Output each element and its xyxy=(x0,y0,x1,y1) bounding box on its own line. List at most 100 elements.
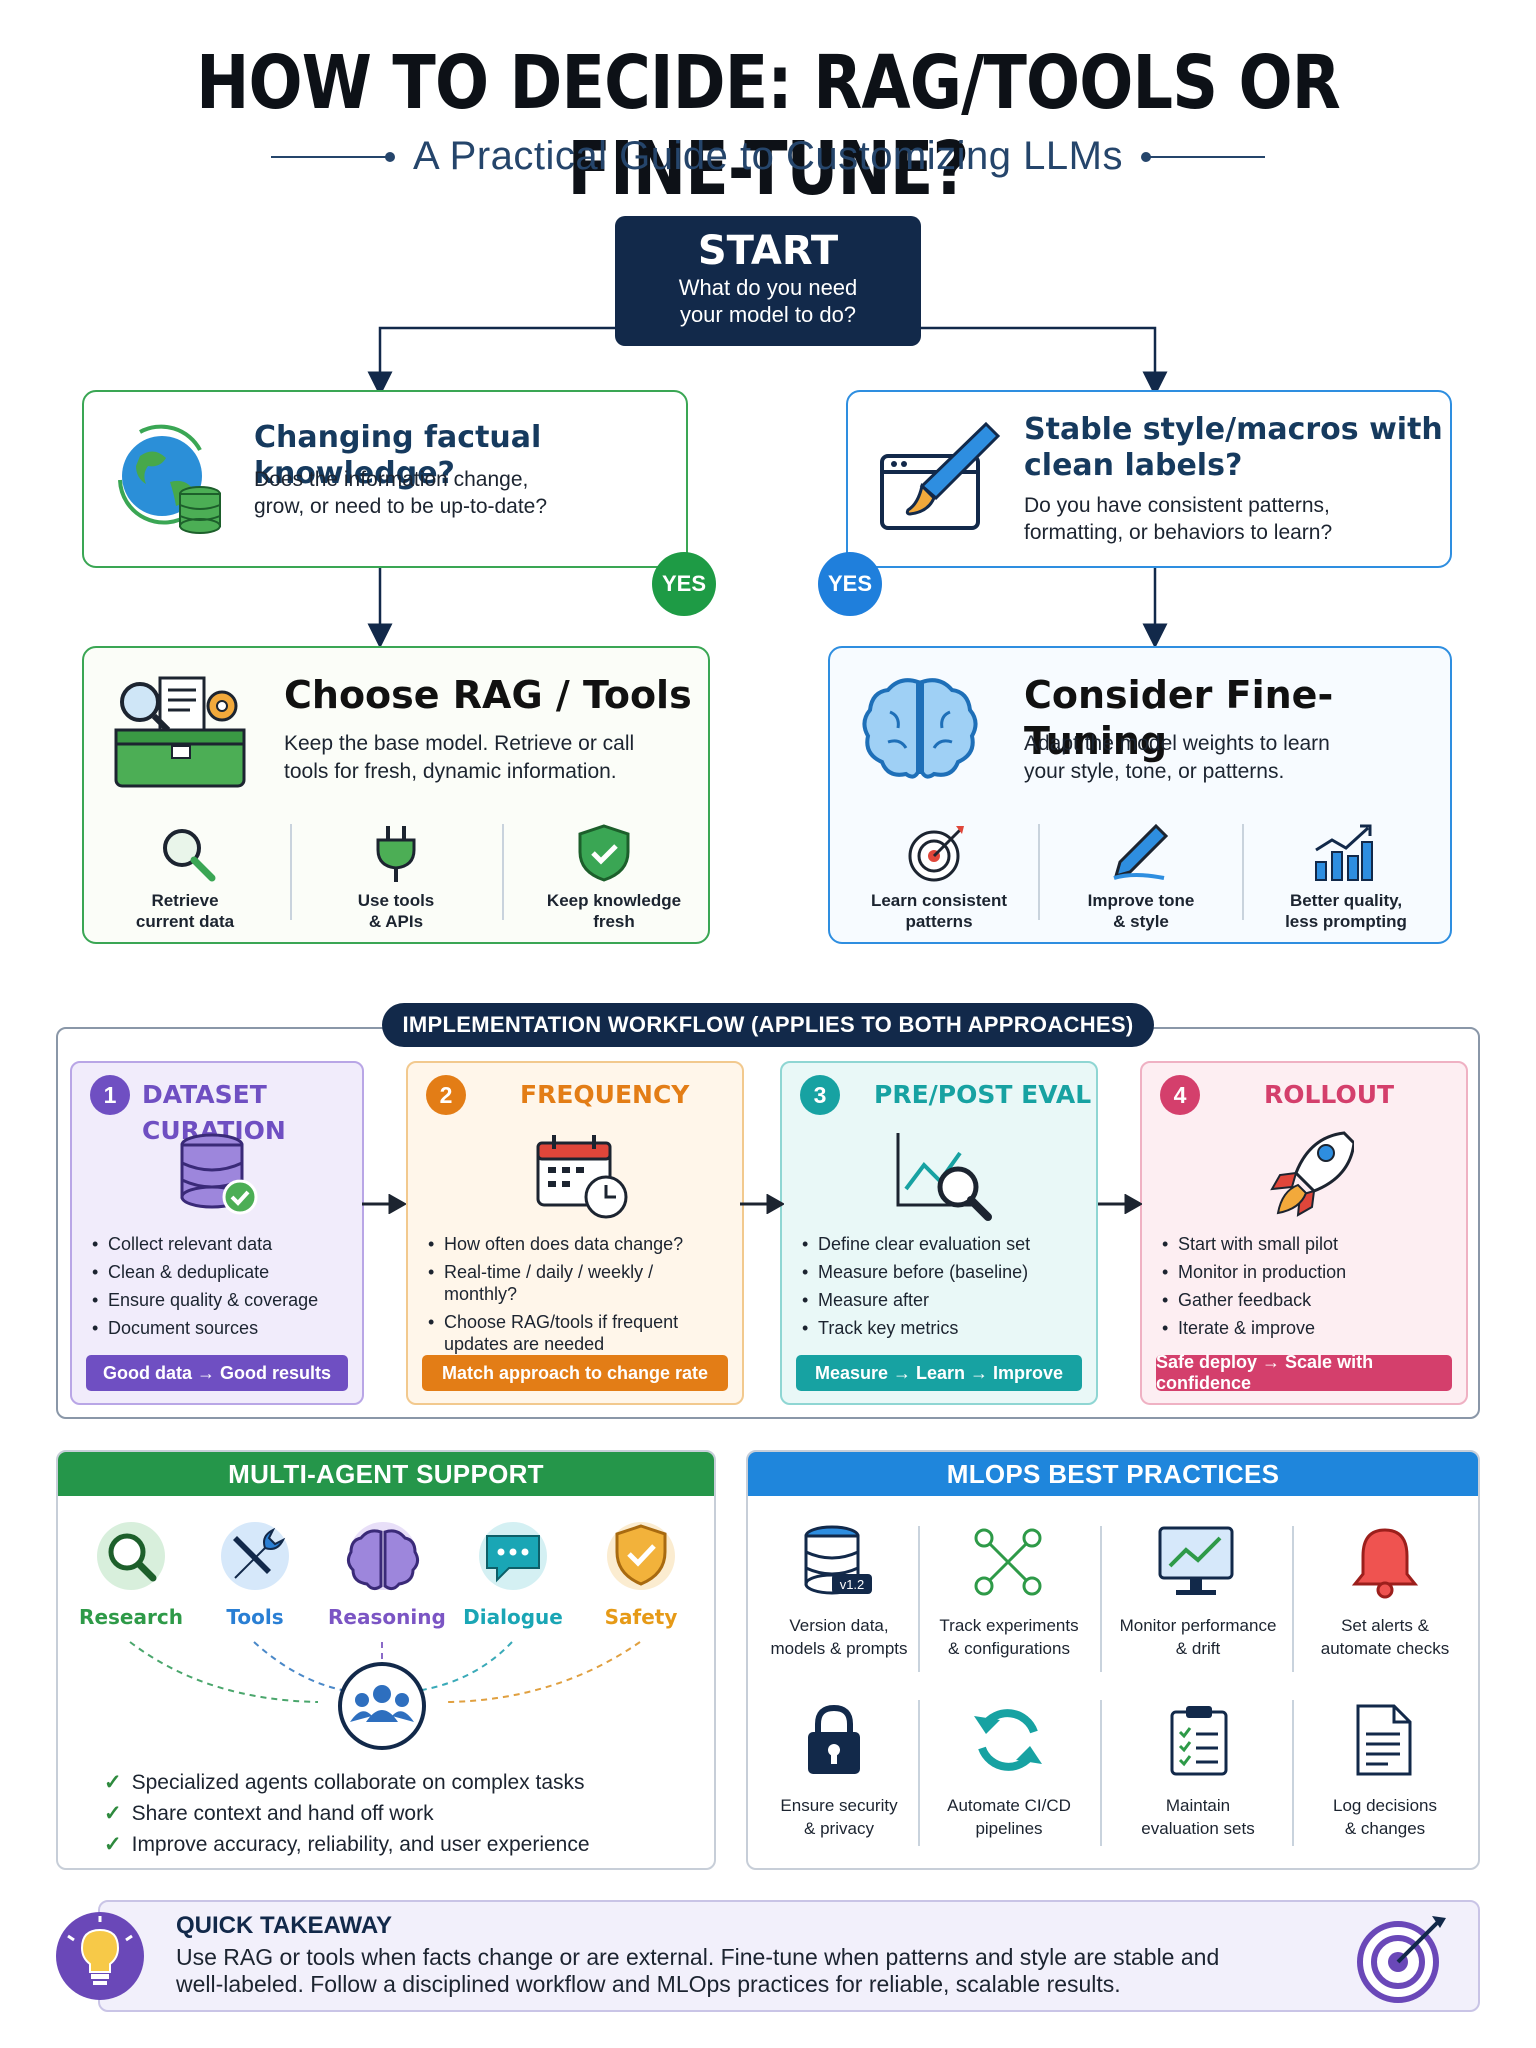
shield-check-icon xyxy=(607,1522,675,1590)
brain-icon xyxy=(346,1522,420,1591)
toolbox-search-icon xyxy=(114,676,246,788)
step-summary-pill: Safe deploy → Scale with confidence xyxy=(1156,1352,1452,1393)
finetune-title: Consider Fine-Tuning xyxy=(1024,673,1334,763)
workflow-arrow-3 xyxy=(1098,1194,1142,1214)
knowledge-question-line-1: Does the information change, xyxy=(254,468,529,491)
takeaway-text: Use RAG or tools when facts change or ar… xyxy=(176,1944,1220,1997)
step-bullet: Iterate & improve xyxy=(1162,1317,1452,1339)
shield-check-icon xyxy=(578,824,630,882)
workflow-step-dataset-curation: 1 DATASET CURATION Collect relevant data… xyxy=(70,1061,364,1405)
step-title: PRE/POST EVAL xyxy=(874,1080,1092,1109)
workflow-title: IMPLEMENTATION WORKFLOW (APPLIES TO BOTH… xyxy=(382,1003,1154,1047)
agent-reasoning: Reasoning xyxy=(328,1520,446,1629)
knowledge-question-line-2: grow, or need to be up-to-date? xyxy=(254,495,548,518)
workflow-arrow-2 xyxy=(740,1194,784,1214)
workflow-step-pre-post-eval: 3 PRE/POST EVAL Define clear evaluation … xyxy=(780,1061,1098,1405)
workflow-step-rollout: 4 ROLLOUT Start with small pilot Monitor… xyxy=(1140,1061,1468,1405)
rocket-icon xyxy=(1270,1131,1354,1217)
start-node: START What do you need your model to do? xyxy=(615,216,921,346)
subtitle-rule-right xyxy=(1140,151,1265,162)
step-bullet: Choose RAG/tools if frequent updates are… xyxy=(428,1311,728,1355)
style-question-line-1: Do you have consistent patterns, xyxy=(1024,494,1330,517)
style-question-card: Stable style/macros with clean labels? D… xyxy=(846,390,1452,568)
style-question-title-2: clean labels? xyxy=(1024,448,1243,483)
page-subtitle: A Practical Guide to Customizing LLMs xyxy=(413,134,1123,178)
step-bullet: Measure before (baseline) xyxy=(802,1261,1082,1283)
team-hub-icon xyxy=(338,1662,426,1750)
mlops-panel: MLOPS BEST PRACTICES xyxy=(746,1450,1480,1870)
rag-desc-line-2: tools for fresh, dynamic information. xyxy=(284,760,617,783)
calendar-clock-icon xyxy=(536,1135,628,1219)
knowledge-question-card: Changing factual knowledge? Does the inf… xyxy=(82,390,688,568)
mlops-item-8: Log decisions& changes xyxy=(1333,1796,1437,1838)
step-bullet: Track key metrics xyxy=(802,1317,1082,1339)
step-bullet: Measure after xyxy=(802,1289,1082,1311)
versioned-database-icon: v1.2 xyxy=(804,1525,872,1595)
document-log-icon xyxy=(1356,1704,1412,1776)
globe-database-icon xyxy=(118,424,221,534)
style-question-title-1: Stable style/macros with xyxy=(1024,412,1443,447)
bullseye-icon xyxy=(1357,1916,1446,2003)
magnifier-icon xyxy=(163,829,216,882)
step-bullet: Define clear evaluation set xyxy=(802,1233,1082,1255)
clipboard-checklist-icon xyxy=(1170,1706,1228,1776)
step-number: 3 xyxy=(800,1075,840,1115)
svg-text:v1.2: v1.2 xyxy=(840,1577,865,1592)
target-icon xyxy=(908,826,964,882)
subtitle-row: A Practical Guide to Customizing LLMs xyxy=(0,134,1536,179)
knowledge-question-title: Changing factual knowledge? xyxy=(254,420,542,491)
mlops-item-5: Ensure security& privacy xyxy=(780,1796,898,1838)
step-title: ROLLOUT xyxy=(1264,1080,1395,1109)
chat-bubble-icon xyxy=(479,1522,547,1590)
agent-tools: Tools xyxy=(200,1520,310,1629)
chart-magnifier-icon xyxy=(896,1133,992,1221)
mlops-title: MLOPS BEST PRACTICES xyxy=(748,1452,1478,1496)
agent-network-lines xyxy=(129,1641,641,1703)
step-summary-pill: Good data → Good results xyxy=(86,1355,348,1391)
start-to-right-arrow xyxy=(921,326,1168,397)
step-bullet: Real-time / daily / weekly / monthly? xyxy=(428,1261,728,1305)
step-bullet: Start with small pilot xyxy=(1162,1233,1452,1255)
step-bullet: Ensure quality & coverage xyxy=(92,1289,348,1311)
step-number: 2 xyxy=(426,1075,466,1115)
page-title: HOW TO DECIDE: RAG/TOOLS OR FINE-TUNE? xyxy=(196,40,1341,212)
mlops-item-4: Set alerts &automate checks xyxy=(1320,1616,1450,1658)
takeaway-title: QUICK TAKEAWAY xyxy=(176,1912,393,1939)
padlock-icon xyxy=(808,1704,860,1774)
network-nodes-icon xyxy=(974,1528,1042,1596)
flowchart-connectors xyxy=(367,326,1168,649)
start-to-left-arrow xyxy=(367,326,615,397)
step-bullet: Document sources xyxy=(92,1317,348,1339)
step-number: 1 xyxy=(90,1075,130,1115)
rag-title: Choose RAG / Tools xyxy=(284,673,692,717)
step-bullet: Clean & deduplicate xyxy=(92,1261,348,1283)
agent-dialogue: Dialogue xyxy=(458,1520,568,1629)
monitor-chart-icon xyxy=(1158,1526,1234,1595)
step-title: FREQUENCY xyxy=(520,1080,690,1109)
refresh-cycle-icon xyxy=(974,1709,1042,1771)
left-yes-badge: YES xyxy=(652,552,716,616)
mlops-item-3: Monitor performance& drift xyxy=(1119,1616,1277,1658)
start-heading: START xyxy=(697,228,839,274)
rag-desc-line-1: Keep the base model. Retrieve or call xyxy=(284,732,635,755)
workflow-step-frequency: 2 FREQUENCY How often does data change? … xyxy=(406,1061,744,1405)
research-magnifier-icon xyxy=(97,1522,165,1590)
plug-icon xyxy=(376,826,416,882)
agent-point-3: ✓Improve accuracy, reliability, and user… xyxy=(104,1833,590,1856)
multi-agent-panel: MULTI-AGENT SUPPORT xyxy=(56,1450,716,1870)
finetune-feature-2: Improve tone& style xyxy=(1087,891,1195,931)
database-check-icon xyxy=(180,1133,258,1215)
step-bullet: Collect relevant data xyxy=(92,1233,348,1255)
step-number: 4 xyxy=(1160,1075,1200,1115)
quick-takeaway-box xyxy=(98,1900,1480,2012)
subtitle-rule-left xyxy=(271,151,396,162)
mlops-item-2: Track experiments& configurations xyxy=(939,1616,1079,1658)
brain-icon xyxy=(862,678,978,779)
step-bullet: How often does data change? xyxy=(428,1233,728,1255)
agent-point-2: ✓Share context and hand off work xyxy=(104,1802,434,1825)
agent-research: Research xyxy=(76,1520,186,1629)
